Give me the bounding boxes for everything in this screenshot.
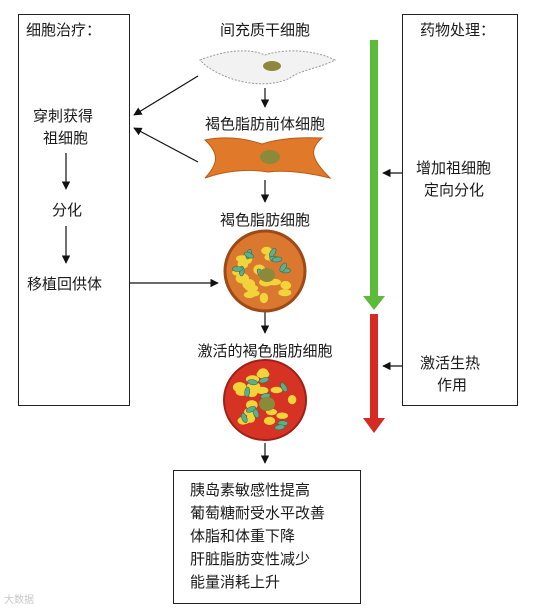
label-mesenchymal-stem-cell: 间充质干细胞: [219, 21, 310, 39]
cell-therapy-title: 细胞治疗：: [26, 21, 102, 39]
mitochondrion: [258, 377, 270, 384]
mitochondrion: [241, 412, 248, 423]
lipid-droplet: [245, 284, 259, 292]
note-directed-differentiation: 定向分化: [424, 181, 485, 199]
mitochondrion: [280, 382, 288, 393]
drug-treatment-title: 药物处理：: [420, 21, 496, 39]
lipid-droplet: [243, 291, 256, 299]
lipid-droplet: [263, 416, 276, 425]
outcome-item: 能量消耗上升: [190, 573, 281, 591]
mitochondrion: [243, 251, 254, 259]
brown-preadipocyte: [203, 137, 332, 179]
outcome-item: 胰岛素敏感性提高: [190, 481, 311, 499]
label-brown-preadipocyte: 褐色脂肪前体细胞: [204, 115, 325, 133]
note-activate-thermogenesis: 激活生热: [420, 354, 481, 372]
mitochondrion: [271, 256, 283, 263]
lipid-droplet: [278, 289, 292, 297]
watermark: 大数据: [4, 595, 34, 606]
mitochondrion: [247, 379, 258, 386]
lipid-droplet: [235, 273, 249, 284]
lipid-droplet: [280, 281, 291, 290]
note-effect: 作用: [437, 376, 468, 394]
drug-treatment-panel: [402, 14, 518, 406]
lipid-droplet: [259, 292, 269, 304]
step-progenitor: 祖细胞: [43, 129, 89, 147]
nucleus: [259, 397, 275, 411]
outcome-box: 胰岛素敏感性提高 葡萄糖耐受水平改善 体脂和体重下降 肝脏脂肪变性减少 能量消耗…: [173, 470, 361, 604]
cell-therapy-panel: [18, 14, 130, 406]
mitochondrion: [246, 405, 256, 413]
harvest-arrow-2: [133, 127, 199, 163]
activated-brown-adipocyte: [223, 359, 307, 441]
mitochondrion: [274, 424, 285, 431]
brown-adipocyte: [223, 229, 307, 313]
outcome-item: 体脂和体重下降: [190, 527, 296, 545]
label-brown-adipocyte: 褐色脂肪细胞: [219, 211, 310, 229]
lipid-droplet: [270, 386, 283, 394]
green-arrow: [363, 40, 385, 310]
harvest-arrow-1: [133, 75, 199, 116]
mesenchymal-stem-cell: [199, 50, 337, 85]
outcome-item: 肝脏脂肪变性减少: [190, 550, 311, 568]
outcome-item: 葡萄糖耐受水平改善: [190, 504, 326, 522]
note-increase-progenitor: 增加祖细胞: [416, 159, 492, 177]
lipid-droplet: [235, 255, 248, 262]
label-activated-brown-adipocyte: 激活的褐色脂肪细胞: [197, 342, 333, 360]
lipid-droplet: [232, 382, 247, 393]
lipid-droplet: [257, 368, 269, 379]
mitochondrion: [244, 386, 251, 398]
step-puncture: 穿刺获得: [33, 107, 94, 125]
lipid-droplet: [276, 412, 289, 419]
step-transplant: 移植回供体: [27, 275, 103, 293]
red-arrow: [363, 314, 385, 433]
lipid-droplet: [261, 246, 272, 255]
lipid-droplet: [287, 395, 297, 405]
nucleus: [259, 268, 275, 282]
mitochondrion: [232, 266, 243, 272]
step-differentiate: 分化: [52, 201, 83, 219]
mitochondrion: [279, 262, 287, 273]
